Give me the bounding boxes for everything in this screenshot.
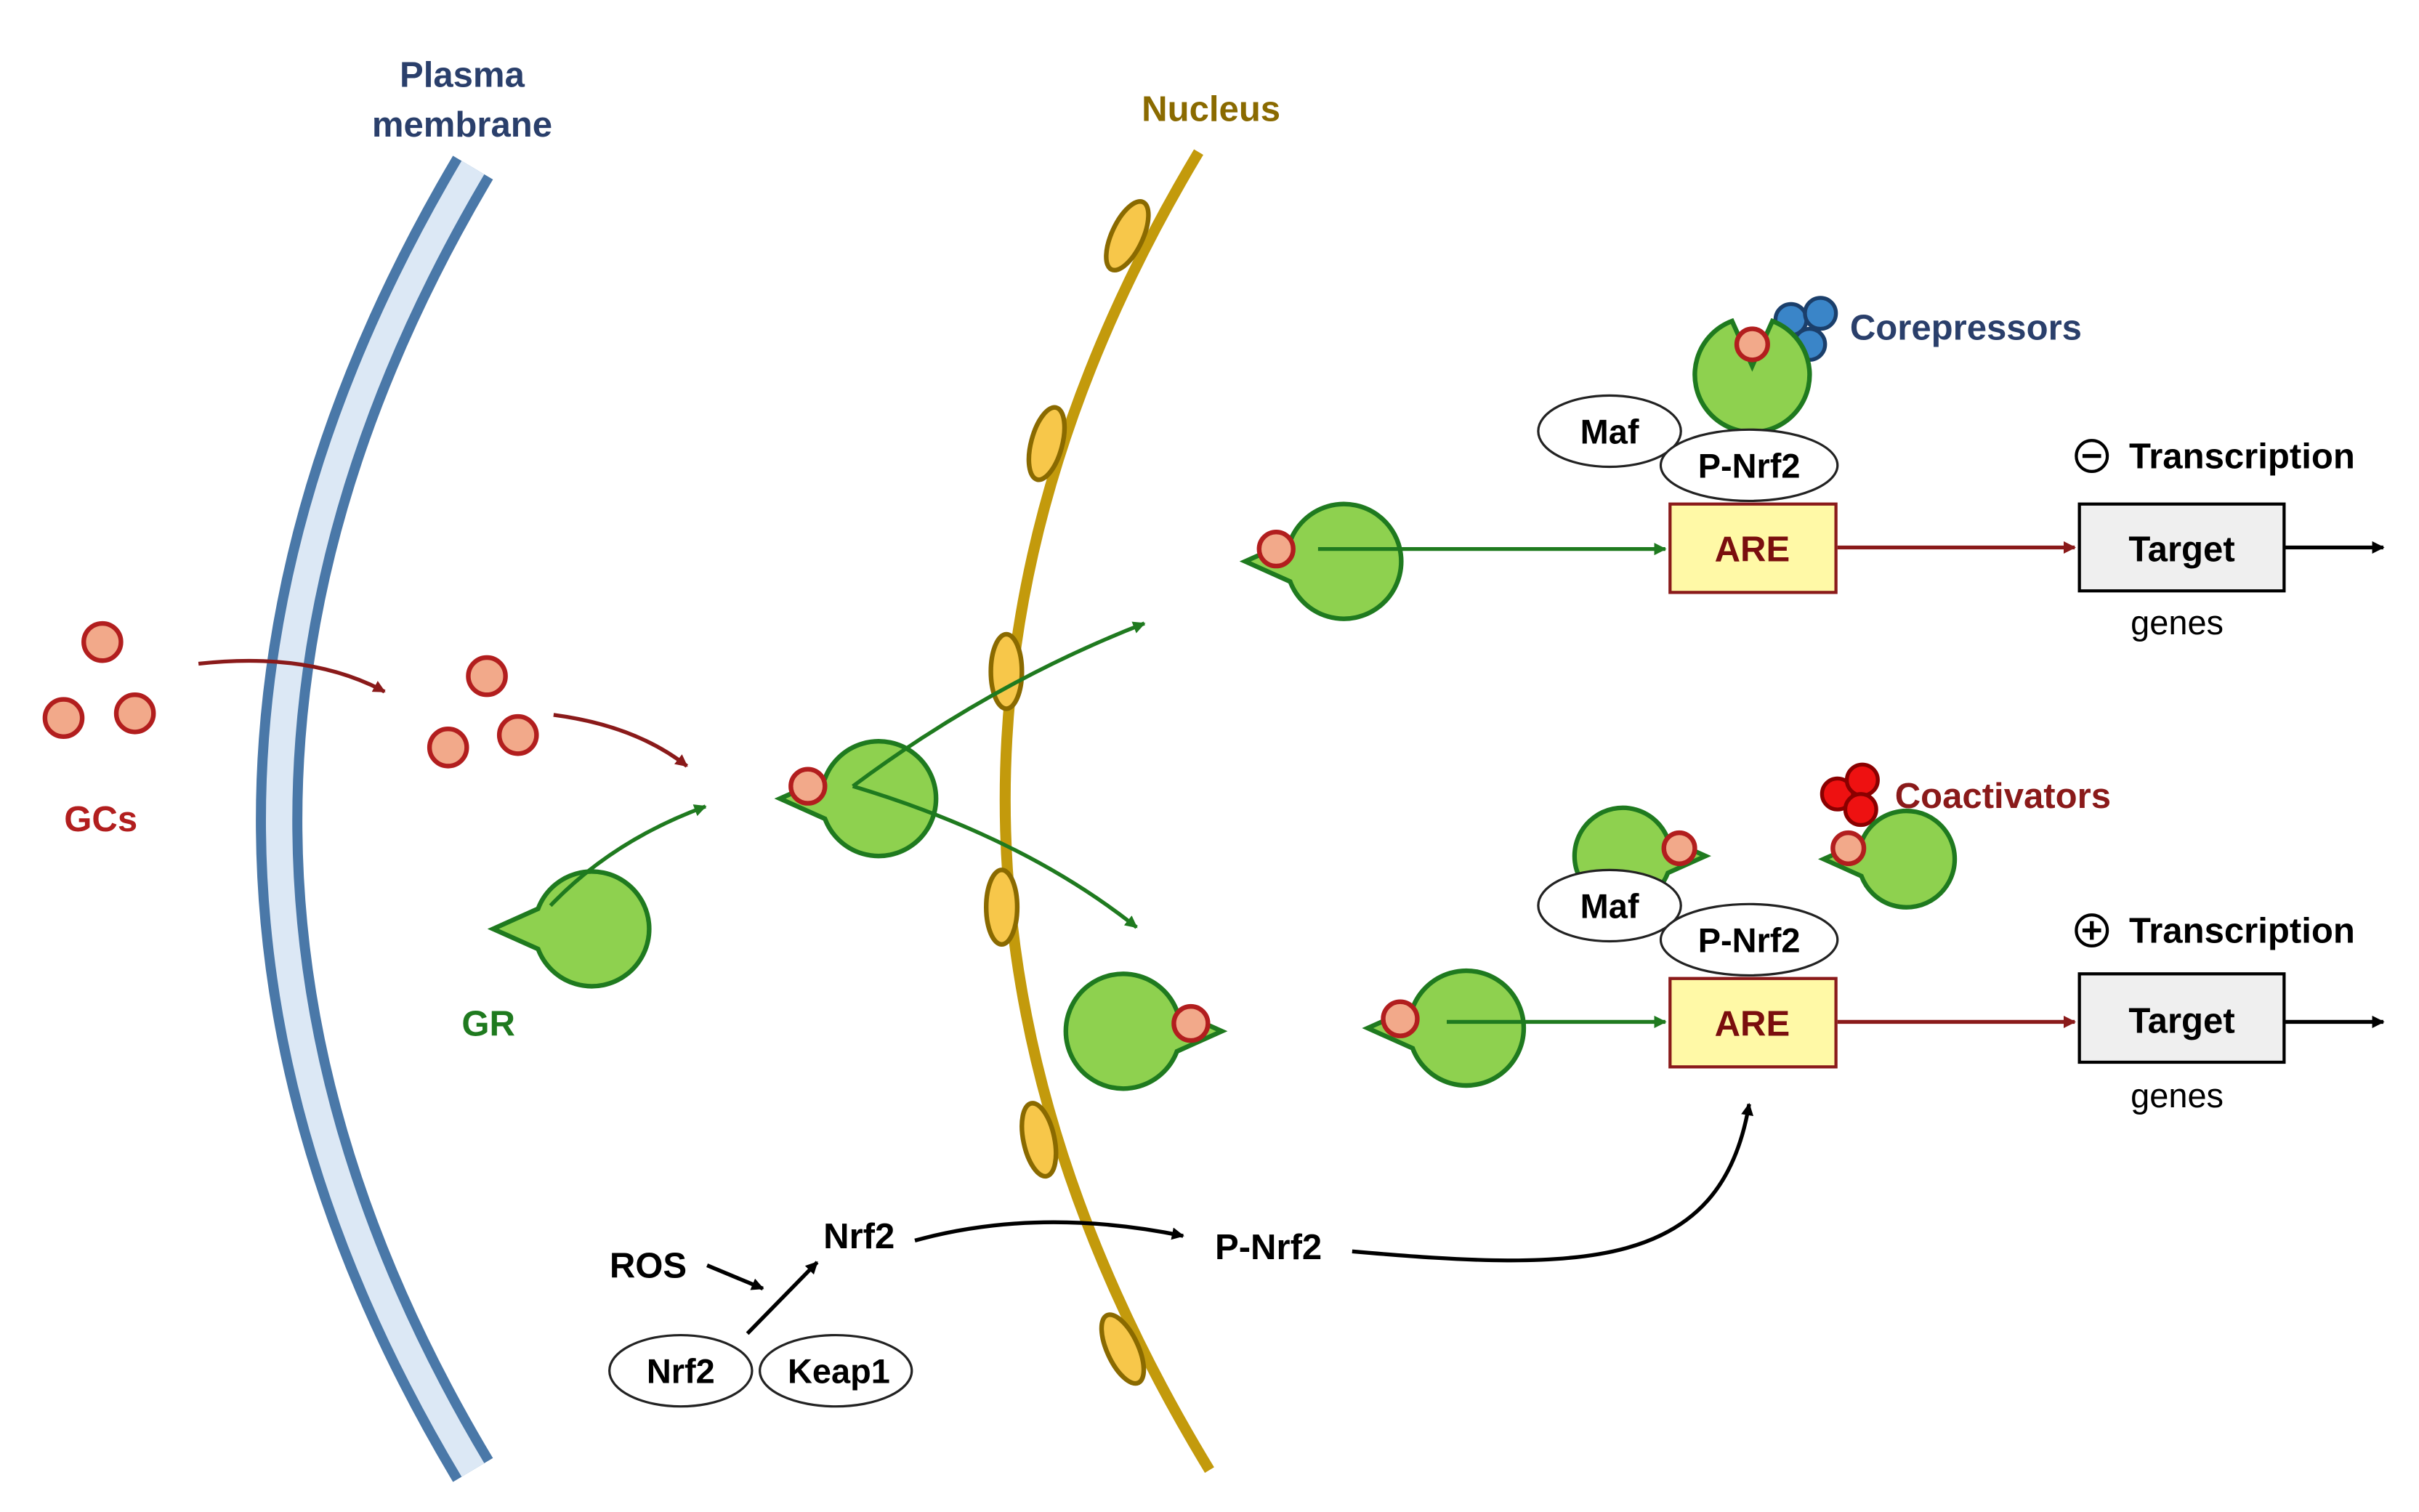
target-genes-sub-label: genes [2131,1077,2224,1115]
keap1-oval [759,1333,913,1408]
maf-label: Maf [1580,413,1639,451]
circled-minus-icon [2075,439,2109,474]
target-genes-box [2077,502,2286,593]
gc-entry-arrow [198,658,386,694]
gc-gr-complex [780,741,936,856]
monomer-translocation-arrow [852,621,1146,788]
gc-molecule [113,692,156,735]
nuclear-pore [1099,1312,1147,1386]
target-genes-sub-label: genes [2131,604,2224,642]
p-nrf2-oval [1659,428,1839,503]
gr-label: GR [461,1005,515,1044]
p-nrf2-cytoplasm-label: P-Nrf2 [1215,1228,1322,1267]
dimer-translocation-arrow [852,784,1138,929]
gc-molecules-cytoplasm [427,655,539,769]
are-box [1668,977,1838,1069]
plasma-membrane [256,155,493,1482]
gc-molecule [1661,830,1697,867]
ros-label: ROS [610,1247,687,1286]
gc-molecule [1734,326,1770,363]
are-box [1668,502,1838,594]
gc-binding-arrow [553,713,689,768]
gc-molecule [788,767,828,806]
ros-arrow [706,1264,764,1290]
p-nrf2-label: P-Nrf2 [1698,447,1801,485]
gr-binding-arrow [549,804,707,907]
plasma-membrane-label-line1: Plasma [400,56,525,95]
gcs-label: GCs [64,800,137,839]
p-nrf2-oval [1659,902,1839,977]
gc-molecule [427,726,469,769]
circled-plus-icon [2075,913,2109,948]
nuclear-pore [984,868,1020,947]
nucleus-label: Nucleus [1142,90,1280,129]
gc-molecules-extracellular [42,620,156,740]
coactivator-cluster [1820,762,1880,828]
nuclear-pore [1026,405,1067,482]
nuclear-envelope [999,149,1214,1473]
plasma-membrane-label-line2: membrane [372,105,552,145]
nrf2-translocation-arrow [914,1220,1184,1242]
nuclear-pore [1019,1101,1059,1179]
are-label: ARE [1715,530,1790,570]
p-nrf2-to-are-arrow [1352,1102,1754,1263]
gr-receptor-icon [493,871,650,986]
are-label: ARE [1715,1005,1790,1044]
gc-molecule [81,620,124,663]
gc-molecule [42,697,85,740]
target-label: Target [2128,1001,2234,1040]
nuclear-pores [984,199,1151,1386]
coactivator-molecule [1844,762,1880,798]
nrf2-oval [608,1333,754,1408]
corepressor-molecule [1803,296,1838,331]
maf-oval [1537,394,1682,469]
corepressors-label: Corepressors [1850,309,2082,348]
coactivators-label: Coactivators [1895,777,2111,816]
gc-molecule [466,655,508,698]
target-label: Target [2128,530,2234,570]
maf-label: Maf [1580,888,1639,926]
nuclear-pore [1104,199,1151,273]
maf-oval [1537,868,1682,943]
gc-molecule [496,713,539,756]
coactivator-molecule [1843,792,1878,828]
nrf2-release-arrow [746,1261,819,1335]
complex-keap1-label: Keap1 [788,1353,890,1391]
gc-molecule [1256,529,1296,569]
target-genes-box [2077,972,2286,1064]
gc-molecule [1171,1003,1211,1043]
transcription-repressed-label: Transcription [2129,437,2355,477]
nrf2-label: Nrf2 [823,1217,894,1256]
gr-monomer-nuclear [1245,504,1402,619]
p-nrf2-label: P-Nrf2 [1698,921,1801,959]
nuclear-pore [988,631,1025,711]
complex-nrf2-label: Nrf2 [647,1353,715,1391]
transcription-activated-label: Transcription [2129,912,2355,951]
gr-dimer-nuclear [1066,971,1524,1088]
gc-molecule [1381,999,1420,1038]
gc-molecule [1830,830,1867,867]
